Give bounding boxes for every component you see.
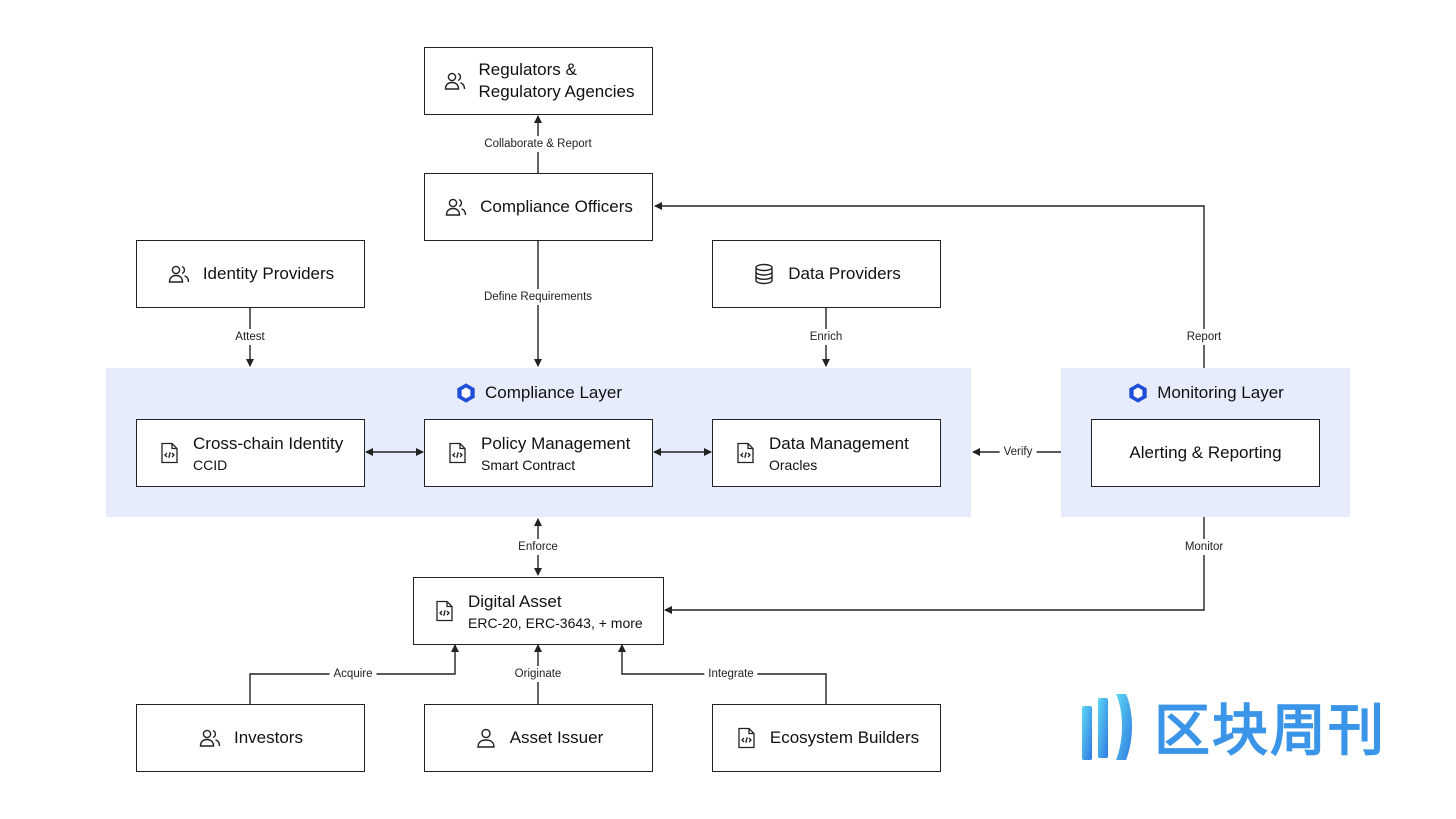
identity-providers-label: Identity Providers [202,264,335,283]
regulators-line2: Regulatory Agencies [478,82,635,101]
digital-asset-subtitle: ERC-20, ERC-3643, + more [468,614,643,631]
alerting-reporting-box: Alerting & Reporting [1091,419,1320,487]
label-define: Define Requirements [479,289,597,305]
label-collaborate: Collaborate & Report [480,136,596,152]
compliance-layer-label: Compliance Layer [484,383,622,402]
code-file-icon [161,442,178,464]
data-providers-box: Data Providers [712,240,941,308]
edge-monitor [664,517,1205,614]
label-attest: Attest [231,329,269,345]
users-icon [199,729,221,747]
asset-issuer-label: Asset Issuer [509,728,604,747]
ecosystem-label: Ecosystem Builders [769,728,920,747]
data-providers-label: Data Providers [788,264,901,283]
code-file-icon [737,442,754,464]
asset-issuer-box: Asset Issuer [424,704,653,772]
users-icon [445,198,467,216]
compliance-officers-label: Compliance Officers [480,197,633,216]
label-originate: Originate [510,666,566,682]
alerting-label: Alerting & Reporting [1129,443,1282,462]
data-mgmt-subtitle: Oracles [769,456,818,473]
users-icon [168,265,190,283]
label-acquire: Acquire [329,666,377,682]
database-icon [755,263,773,285]
code-file-icon [738,727,755,749]
regulators-box: Regulators & Regulatory Agencies [424,47,653,115]
ecosystem-builders-box: Ecosystem Builders [712,704,941,772]
monitoring-layer-title: Monitoring Layer [1061,380,1350,406]
code-file-icon [436,600,453,622]
label-integrate: Integrate [704,666,758,682]
ccid-subtitle: CCID [193,456,228,473]
data-mgmt-title: Data Management [769,433,909,453]
watermark: 区块周刊 [1078,686,1386,767]
investors-box: Investors [136,704,365,772]
label-enrich: Enrich [805,329,847,345]
investors-label: Investors [234,728,303,747]
label-verify: Verify [999,444,1037,460]
label-report: Report [1182,329,1226,345]
brand-logo-icon [1082,693,1132,760]
monitoring-layer-label: Monitoring Layer [1157,383,1284,402]
digital-asset-title: Digital Asset [468,591,562,611]
label-enforce: Enforce [514,539,562,555]
watermark-text: 区块周刊 [1154,699,1386,764]
label-monitor: Monitor [1180,539,1228,555]
identity-providers-box: Identity Providers [136,240,365,308]
user-icon [477,728,495,748]
policy-title: Policy Management [481,433,631,453]
code-file-icon [449,442,466,464]
hexagon-icon [457,383,475,403]
ccid-title: Cross-chain Identity [193,433,344,453]
compliance-layer-title: Compliance Layer [106,380,971,406]
compliance-officers-box: Compliance Officers [424,173,653,241]
users-icon [444,72,465,90]
edge-report [654,202,1205,368]
policy-subtitle: Smart Contract [481,456,576,473]
hexagon-icon [1129,383,1147,403]
regulators-line1: Regulators & [478,60,577,79]
